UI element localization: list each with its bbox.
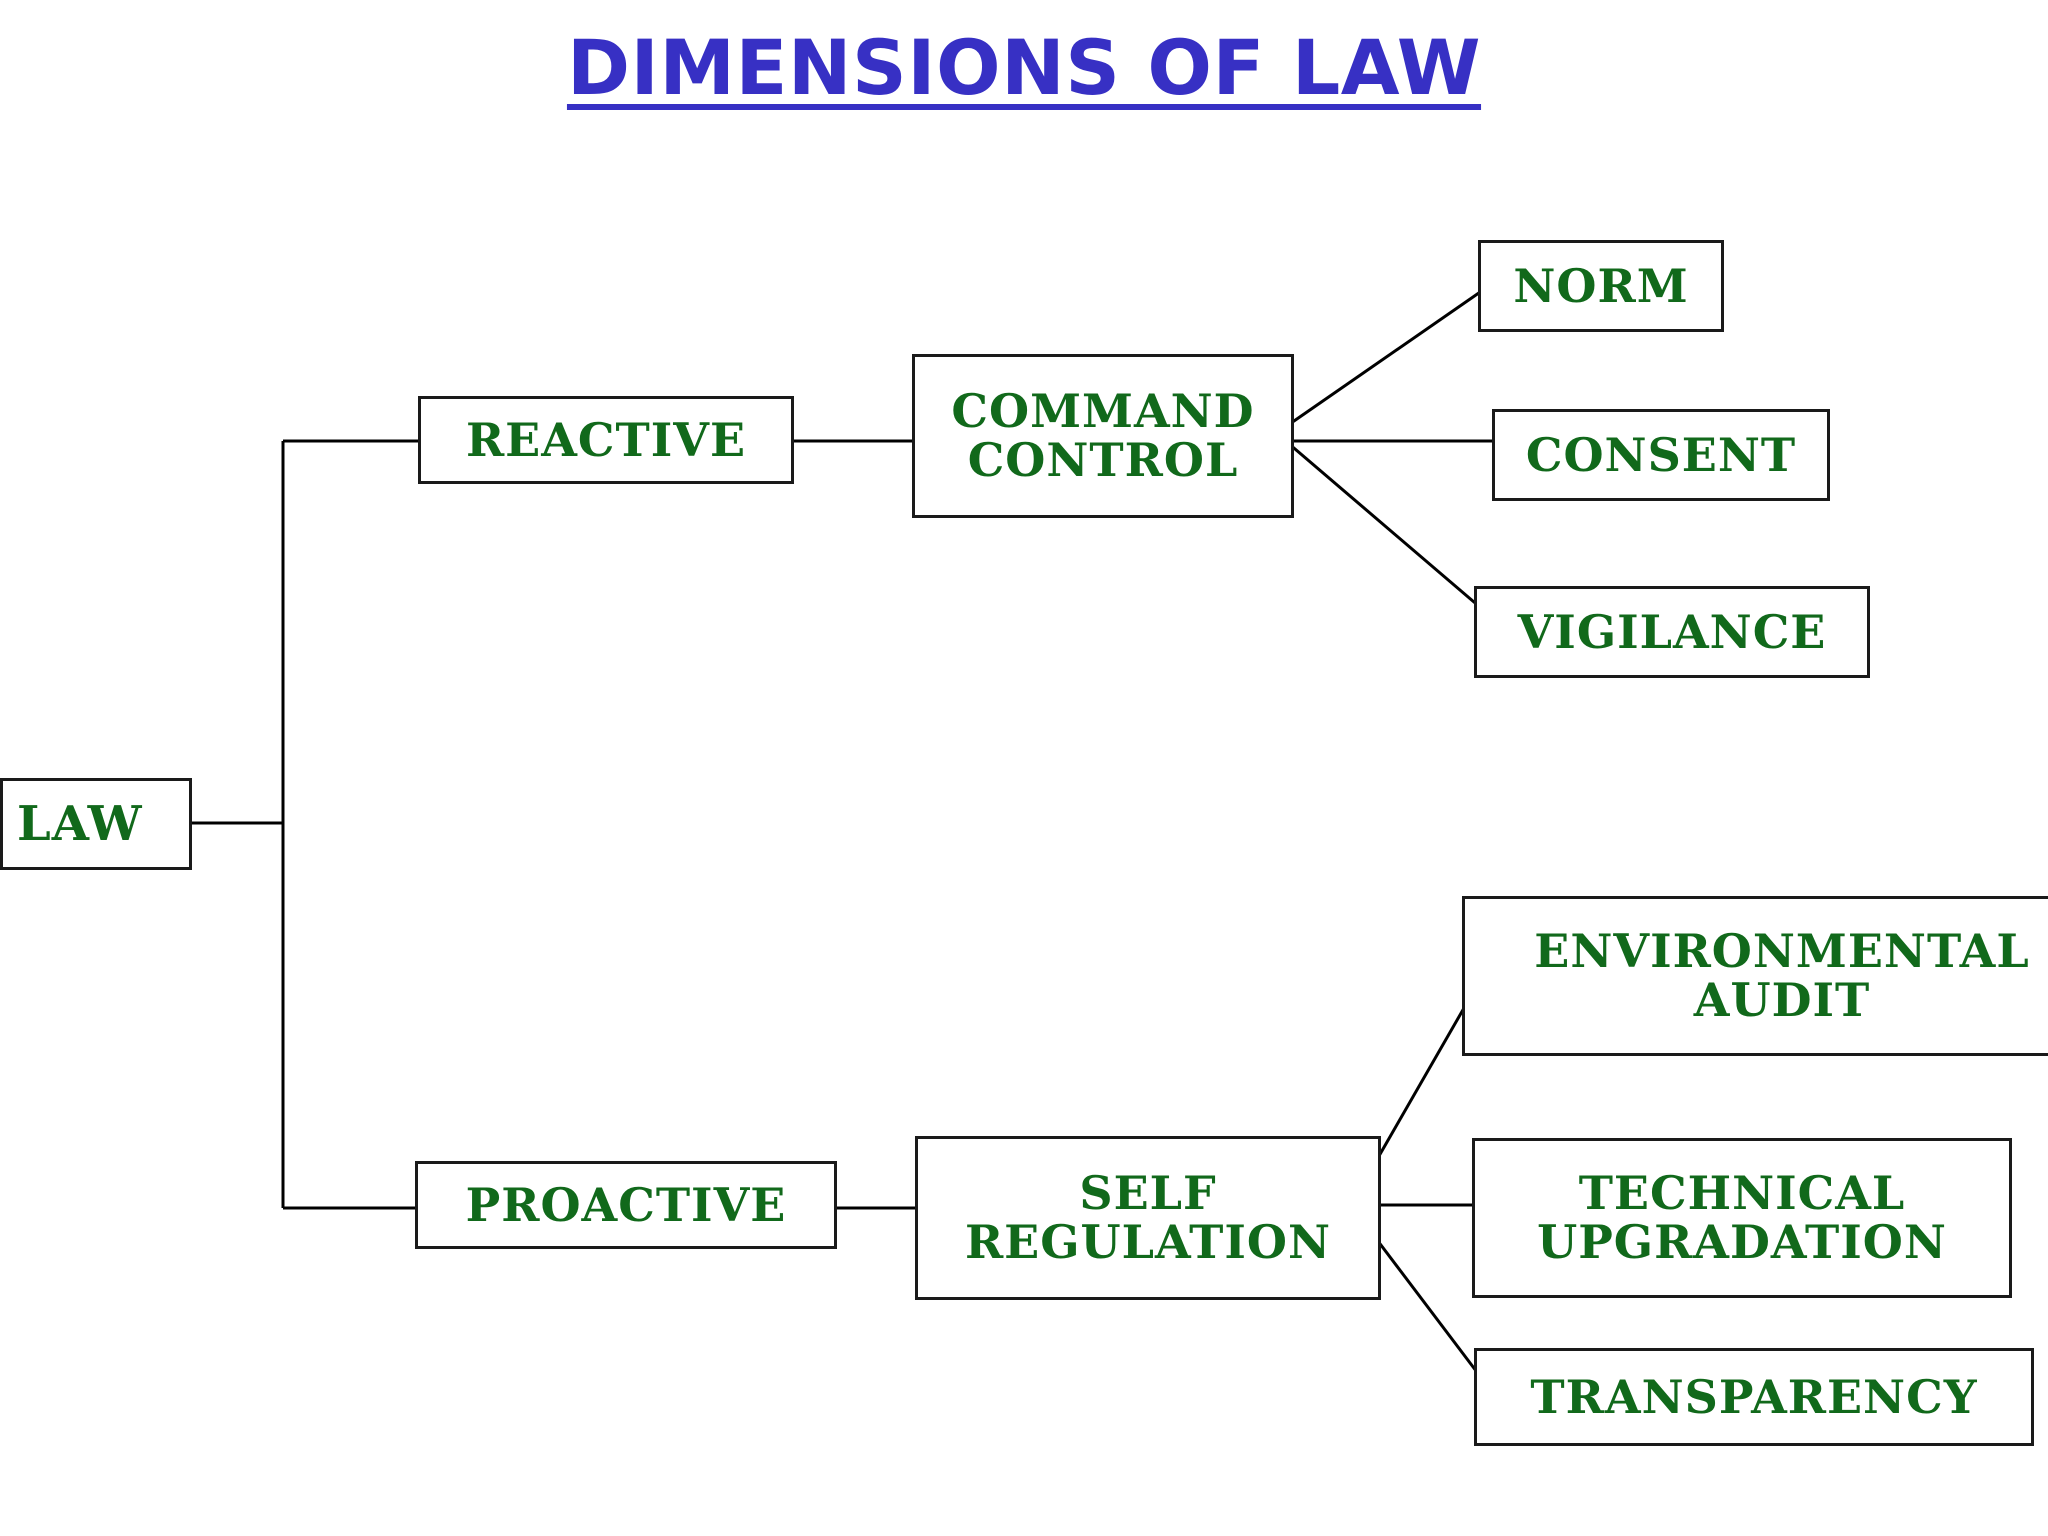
node-vigilance[interactable]: VIGILANCE [1474, 586, 1870, 678]
node-norm[interactable]: NORM [1478, 240, 1724, 332]
node-consent[interactable]: CONSENT [1492, 409, 1830, 501]
edge-command-vigilance [1280, 435, 1489, 616]
edge-command-norm [1280, 286, 1487, 432]
node-self-regulation[interactable]: SELF REGULATION [915, 1136, 1381, 1300]
page-title: DIMENSIONS OF LAW [566, 23, 1482, 112]
node-law[interactable]: LAW [0, 778, 192, 870]
node-environmental-audit[interactable]: ENVIRONMENTAL AUDIT [1462, 896, 2048, 1056]
node-reactive[interactable]: REACTIVE [418, 396, 794, 484]
node-technical-upgradation[interactable]: TECHNICAL UPGRADATION [1472, 1138, 2012, 1298]
node-proactive[interactable]: PROACTIVE [415, 1161, 837, 1249]
node-command-control[interactable]: COMMAND CONTROL [912, 354, 1294, 518]
node-transparency[interactable]: TRANSPARENCY [1474, 1348, 2034, 1446]
